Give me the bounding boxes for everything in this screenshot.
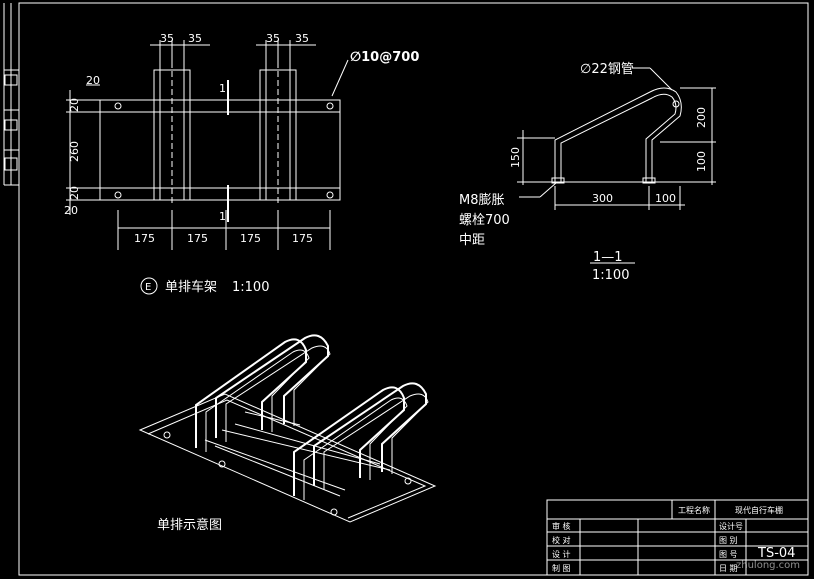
bolt-note-line2: 螺栓700 (459, 213, 510, 228)
drawing-border (18, 2, 809, 576)
plan-dim-bottom: 175 (240, 232, 261, 245)
section-dim-right: 100 (695, 151, 708, 172)
titleblock-right-label: 日 期 (719, 564, 738, 573)
titleblock-right-label: 设计号 (719, 521, 743, 531)
bolt-note-line1: M8膨胀 (459, 193, 505, 208)
section-dim-bottom: 100 (655, 192, 676, 205)
plan-title-circle (140, 277, 158, 295)
plan-dim-top: 35 (266, 32, 280, 45)
section-mark-top: 1 (219, 82, 226, 95)
plan-bolt (326, 191, 334, 199)
plan-dim-left: 20 (68, 186, 81, 200)
plan-dim-left: 20 (86, 74, 100, 87)
titleblock-project-label: 工程名称 (678, 505, 710, 515)
section-title: 1—1 (593, 250, 623, 265)
rebar-note: ∅10@700 (350, 50, 419, 65)
drawing-number: TS-04 (757, 546, 795, 561)
titleblock-row-label: 审 核 (552, 521, 571, 531)
titleblock-row-label: 设 计 (552, 549, 571, 559)
section-dim-left: 150 (509, 147, 522, 168)
section-dim-bottom: 300 (592, 192, 613, 205)
iso-rack-2-hoop-b (313, 382, 427, 486)
plan-bolt (326, 102, 334, 110)
plan-dim-left: 260 (68, 141, 81, 162)
plan-bolt (114, 191, 122, 199)
iso-rack-1-hoop-b (215, 334, 329, 438)
titleblock-right-label: 图 号 (719, 550, 738, 559)
title-block (546, 499, 809, 576)
plan-dim-bottom: 175 (187, 232, 208, 245)
titleblock-project-name: 现代自行车棚 (735, 505, 783, 515)
plan-dim-bottom: 175 (292, 232, 313, 245)
plan-dim-left: 20 (68, 98, 81, 112)
bolt-note-line3: 中距 (459, 233, 485, 248)
section-pipe-inner (560, 93, 677, 182)
section-scale: 1:100 (592, 268, 629, 283)
left-binding-strip (3, 3, 19, 186)
iso-rack-2-hoop-a (293, 386, 405, 496)
plan-top-strip (99, 99, 341, 113)
plan-scale: 1:100 (232, 280, 269, 295)
plan-view (66, 40, 349, 295)
titleblock-row-label: 制 图 (552, 563, 571, 573)
plan-title: 单排车架 (165, 279, 217, 295)
iso-caption: 单排示意图 (157, 517, 222, 533)
section-dim-right: 200 (695, 107, 708, 128)
plan-dim-top: 35 (160, 32, 174, 45)
pipe-note: ∅22钢管 (580, 62, 634, 77)
section-mark-bottom: 1 (219, 210, 226, 223)
titleblock-right-label: 图 别 (719, 536, 738, 545)
section-view (517, 67, 716, 264)
plan-dim-top: 35 (295, 32, 309, 45)
titleblock-row-label: 校 对 (552, 535, 571, 545)
plan-title-letter: E (145, 282, 151, 293)
plan-bolt (114, 102, 122, 110)
iso-base-plate (138, 393, 437, 523)
plan-bottom-strip (99, 187, 341, 201)
iso-rack-1-hoop-a (195, 338, 307, 448)
isometric-view (138, 334, 437, 523)
plan-dim-left: 20 (64, 204, 78, 217)
section-pipe-outer (554, 87, 682, 182)
watermark: zhulong.com (736, 560, 800, 571)
plan-dim-top: 35 (188, 32, 202, 45)
plan-dim-bottom: 175 (134, 232, 155, 245)
